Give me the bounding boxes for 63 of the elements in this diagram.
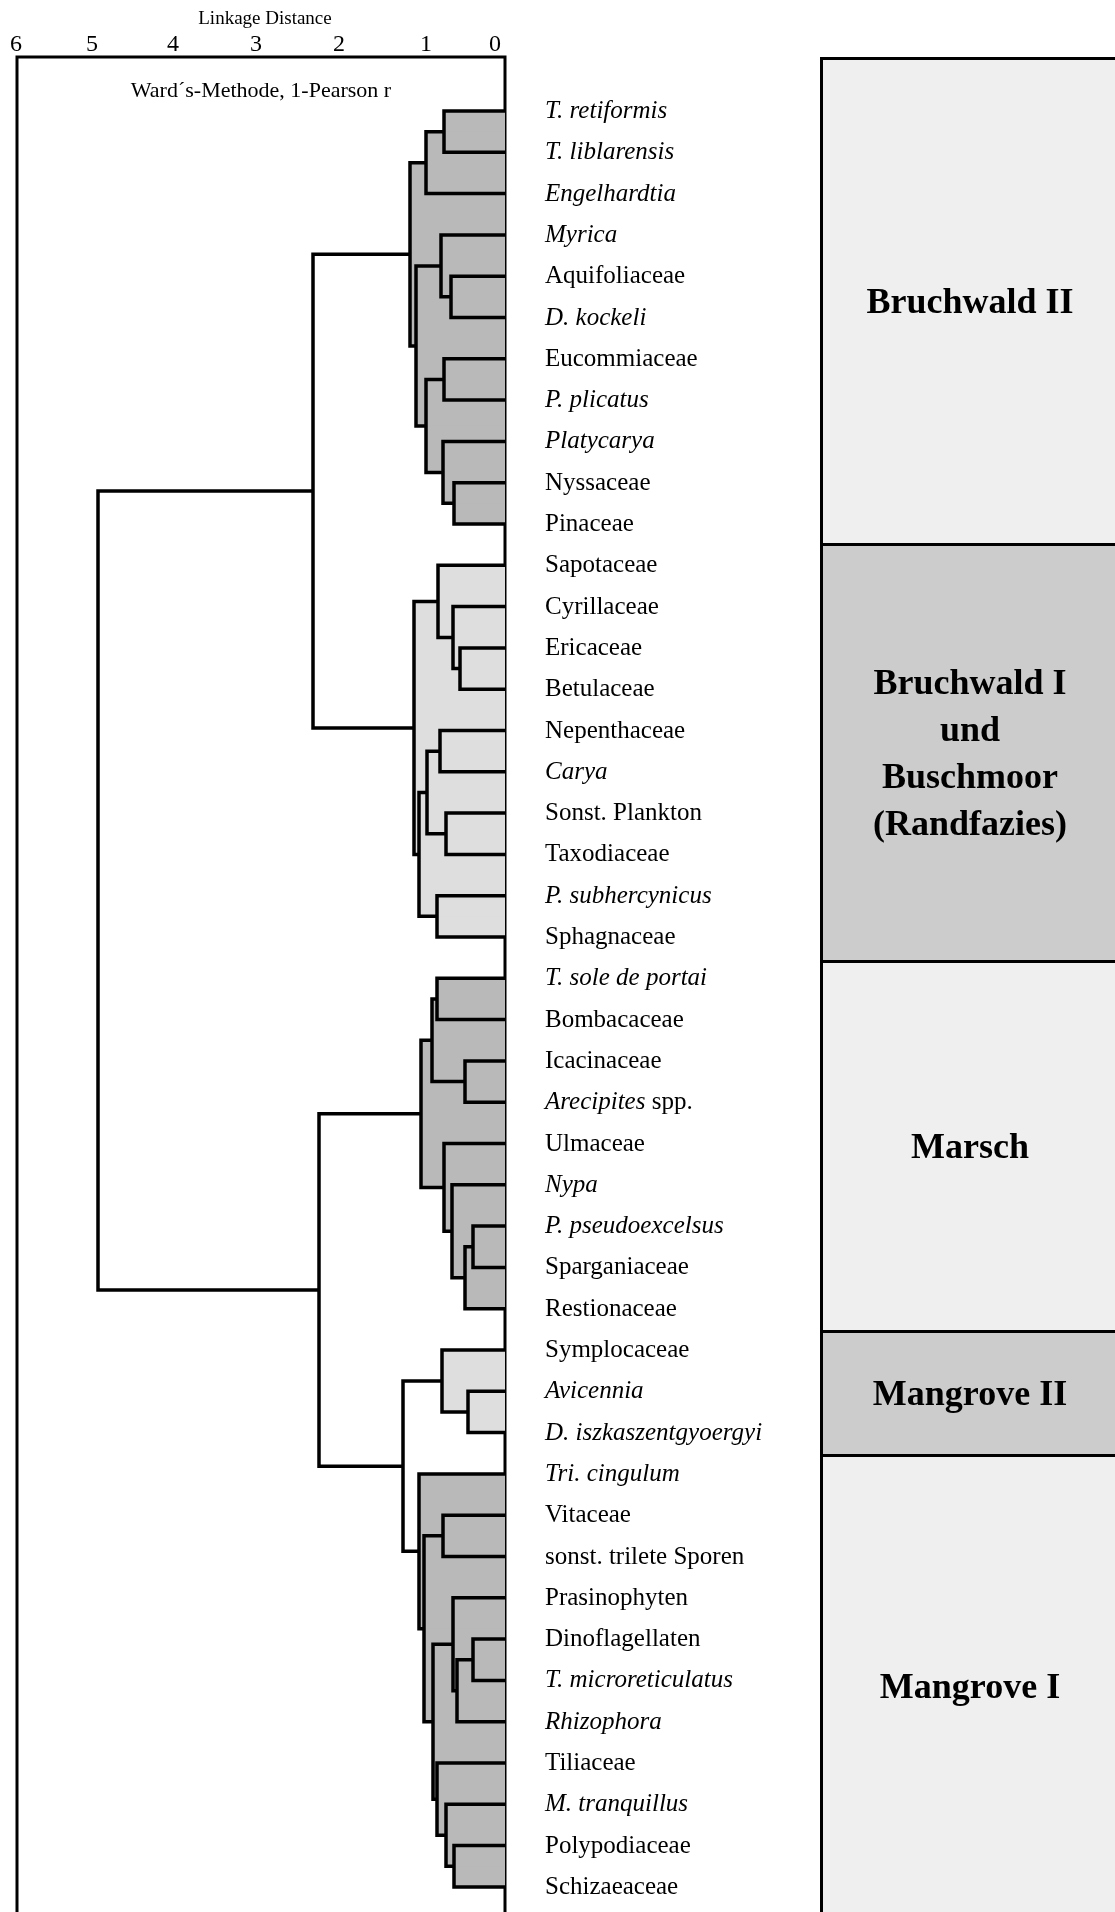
- taxon-label: Sparganiaceae: [545, 1252, 689, 1282]
- tick-label: 2: [333, 29, 345, 58]
- taxon-label: T. retiformis: [545, 96, 668, 125]
- taxon-label: Nepenthaceae: [545, 715, 686, 745]
- zone-label: Mangrove II: [872, 1372, 1068, 1416]
- taxon-label: Ericaceae: [545, 632, 643, 662]
- taxon-label: Ulmaceae: [545, 1128, 645, 1158]
- taxon-label: Carya: [545, 756, 608, 786]
- taxon-label: Pinaceae: [545, 509, 634, 538]
- taxon-label: Nypa: [545, 1169, 598, 1199]
- taxon-label: Tri. cingulum: [545, 1458, 680, 1488]
- taxon-label: T. liblarensis: [545, 137, 675, 167]
- taxon-label: P. subhercynicus: [545, 880, 712, 910]
- method-note: Ward´s-Methode, 1-Pearson r: [130, 76, 392, 103]
- axis-title: Linkage Distance: [198, 6, 332, 29]
- taxon-label: Engelhardtia: [545, 178, 676, 208]
- taxon-label: Sapotaceae: [545, 550, 658, 580]
- tick-label: 0: [489, 29, 501, 58]
- taxon-label: D. kockeli: [545, 302, 647, 332]
- tick-label: 6: [10, 29, 22, 58]
- taxon-label: M. tranquillus: [545, 1789, 689, 1819]
- taxon-label: Restionaceae: [545, 1293, 677, 1323]
- taxon-label: Dinoflagellaten: [545, 1624, 701, 1653]
- taxon-label: sonst. trilete Sporen: [545, 1541, 745, 1571]
- zone-label: Bruchwald II: [866, 280, 1074, 324]
- zone-box: [820, 57, 1115, 543]
- taxon-label: Arecipites spp.: [545, 1087, 693, 1116]
- zone-box: [820, 1330, 1115, 1454]
- zone-label: Marsch: [911, 1125, 1029, 1169]
- tick-label: 4: [167, 29, 179, 58]
- taxon-label: T. microreticulatus: [545, 1665, 733, 1695]
- taxon-label: Schizaeaceae: [545, 1871, 679, 1901]
- tick-label: 3: [250, 29, 262, 58]
- taxon-label: P. pseudoexcelsus: [545, 1211, 724, 1240]
- taxon-label: Platycarya: [545, 426, 655, 456]
- zone-box: [820, 543, 1115, 960]
- taxon-label: Betulaceae: [545, 674, 655, 703]
- taxon-label: Taxodiaceae: [545, 839, 670, 869]
- taxon-label: Avicennia: [545, 1376, 644, 1406]
- taxon-label: Cyrillaceae: [545, 591, 659, 621]
- taxon-label: Bombacaceae: [545, 1004, 684, 1034]
- taxon-label: Polypodiaceae: [545, 1830, 691, 1860]
- tick-label: 1: [420, 29, 432, 58]
- zone-box: [820, 960, 1115, 1330]
- taxon-label: Symplocaceae: [545, 1335, 690, 1364]
- zone-box: [820, 1454, 1115, 1912]
- taxon-label: Eucommiaceae: [545, 343, 698, 373]
- taxon-label: Sphagnaceae: [545, 922, 676, 951]
- tick-label: 5: [86, 29, 98, 58]
- taxon-label: Tiliaceae: [545, 1748, 636, 1777]
- taxon-label: Prasinophyten: [545, 1582, 689, 1612]
- taxon-label: Aquifoliaceae: [545, 261, 686, 290]
- zone-label: Bruchwald I und Buschmoor (Randfazies): [872, 661, 1068, 845]
- taxon-label: T. sole de portai: [545, 963, 708, 993]
- taxon-label: Myrica: [545, 219, 618, 249]
- taxon-label: Rhizophora: [545, 1706, 662, 1736]
- taxon-label: Sonst. Plankton: [545, 798, 702, 827]
- zone-label: Mangrove I: [879, 1664, 1061, 1708]
- taxon-label: Nyssaceae: [545, 467, 651, 497]
- taxon-label: Icacinaceae: [545, 1045, 662, 1075]
- taxon-label: Vitaceae: [545, 1500, 631, 1529]
- taxon-label: P. plicatus: [545, 385, 649, 414]
- taxon-label: D. iszkaszentgyoergyi: [545, 1417, 763, 1447]
